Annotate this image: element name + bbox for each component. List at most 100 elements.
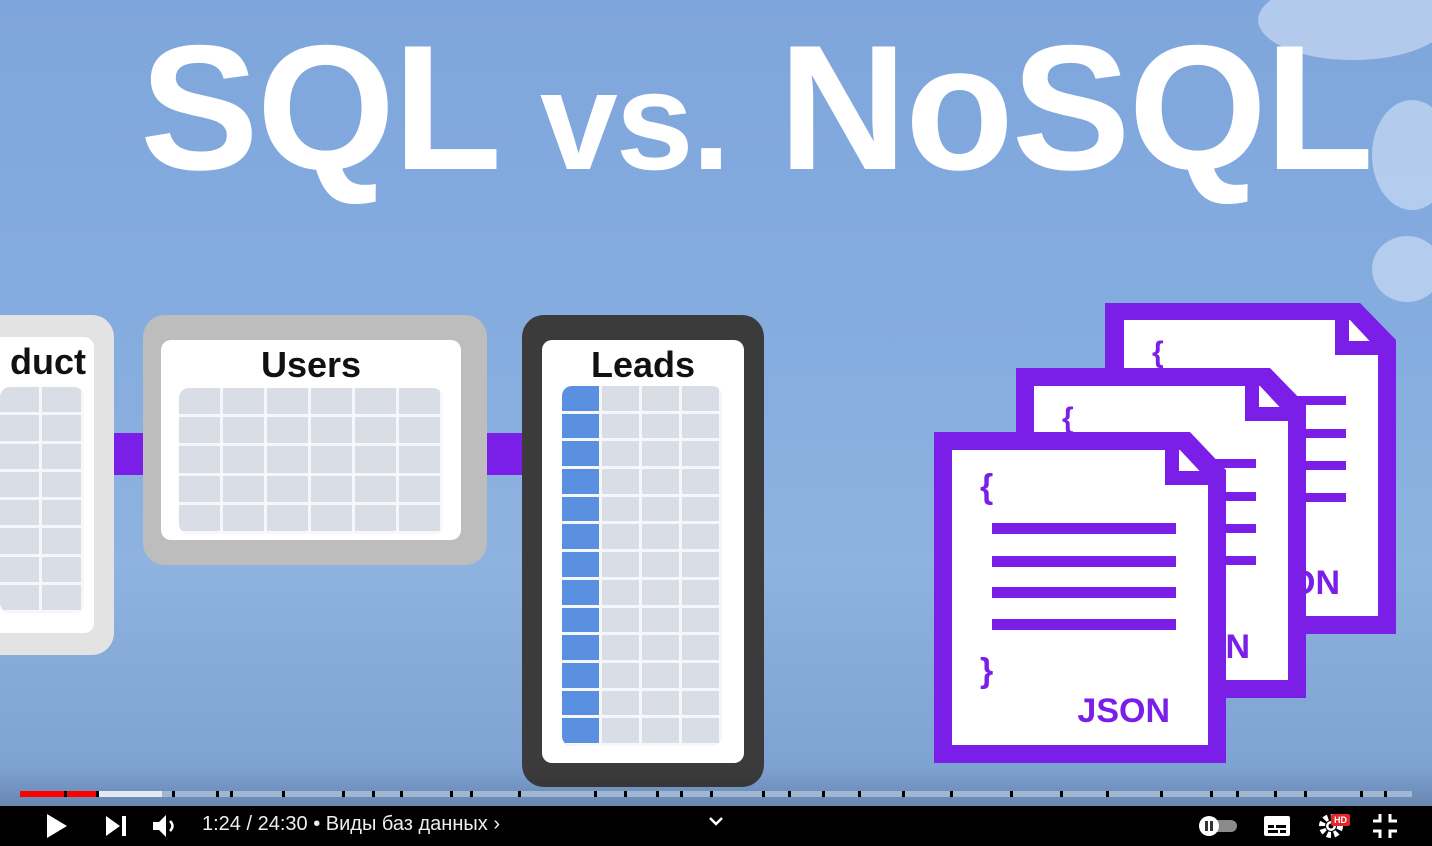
decor-blob bbox=[1372, 236, 1432, 302]
chapter-gap bbox=[216, 791, 219, 797]
controls-gradient bbox=[0, 766, 1432, 806]
chapter-gap bbox=[96, 791, 99, 797]
chapter-gap bbox=[342, 791, 345, 797]
table-cell bbox=[399, 388, 443, 418]
table-cell bbox=[42, 556, 84, 585]
table-cell bbox=[562, 690, 602, 719]
volume-icon bbox=[153, 815, 174, 837]
table-cell bbox=[0, 415, 42, 444]
table-cell bbox=[602, 386, 642, 414]
table-cell bbox=[602, 496, 642, 525]
table-cell bbox=[642, 607, 682, 636]
chapter-gap bbox=[450, 791, 453, 797]
expand-description-button[interactable] bbox=[702, 808, 730, 834]
table-cell bbox=[642, 635, 682, 663]
table-cell bbox=[602, 635, 642, 663]
table-cell bbox=[42, 471, 84, 500]
table-cell bbox=[602, 469, 642, 497]
product-table-grid bbox=[0, 387, 84, 613]
progress-track bbox=[20, 791, 1412, 797]
time-and-chapter: 1:24 / 24:30 • Виды баз данных › bbox=[202, 813, 500, 836]
table-cell bbox=[311, 446, 355, 476]
chapter-gap bbox=[680, 791, 683, 797]
subtitles-button[interactable] bbox=[1260, 810, 1294, 842]
table-cell bbox=[602, 579, 642, 608]
users-table: Users bbox=[143, 315, 487, 565]
table-cell bbox=[399, 417, 443, 447]
table-cell bbox=[602, 718, 642, 746]
table-cell bbox=[602, 662, 642, 691]
chapter-title[interactable]: Виды баз данных bbox=[325, 813, 488, 835]
chapter-gap bbox=[788, 791, 791, 797]
chapter-gap bbox=[1304, 791, 1307, 797]
table-cell bbox=[682, 386, 722, 414]
autoplay-toggle[interactable] bbox=[1196, 810, 1240, 842]
table-cell bbox=[223, 388, 267, 418]
table-cell bbox=[42, 528, 84, 557]
json-document-front: { } JSON bbox=[934, 432, 1226, 763]
table-cell bbox=[602, 552, 642, 580]
table-cell bbox=[0, 471, 42, 500]
table-cell bbox=[682, 441, 722, 470]
play-button[interactable] bbox=[38, 810, 74, 842]
chapter-gap bbox=[822, 791, 825, 797]
table-cell bbox=[0, 584, 42, 613]
chapter-gap bbox=[1160, 791, 1163, 797]
table-cell bbox=[562, 579, 602, 608]
table-connector bbox=[110, 433, 146, 475]
volume-button[interactable] bbox=[148, 810, 184, 842]
time-display: 1:24 / 24:30 bbox=[202, 813, 308, 835]
table-cell bbox=[642, 524, 682, 553]
table-cell bbox=[682, 469, 722, 497]
table-cell bbox=[682, 718, 722, 746]
table-cell bbox=[682, 690, 722, 719]
table-cell bbox=[642, 718, 682, 746]
chapter-arrow-icon[interactable]: › bbox=[493, 813, 501, 835]
exit-fullscreen-icon bbox=[1373, 814, 1397, 838]
table-cell bbox=[682, 662, 722, 691]
next-button[interactable] bbox=[100, 810, 132, 842]
json-middle-label: N bbox=[1225, 628, 1250, 666]
table-cell bbox=[0, 387, 42, 416]
table-cell bbox=[355, 446, 399, 476]
next-icon bbox=[106, 816, 126, 836]
hd-badge: HD bbox=[1331, 814, 1350, 826]
table-cell bbox=[642, 469, 682, 497]
chapter-gap bbox=[1106, 791, 1109, 797]
table-cell bbox=[179, 446, 223, 476]
chapter-gap bbox=[372, 791, 375, 797]
chapter-gap bbox=[950, 791, 953, 797]
table-cell bbox=[682, 524, 722, 553]
json-front-label: JSON bbox=[1077, 692, 1170, 730]
table-cell bbox=[179, 388, 223, 418]
json-brace-open: { bbox=[1152, 336, 1164, 369]
headline-nosql: NoSQL bbox=[778, 8, 1374, 207]
table-cell bbox=[682, 496, 722, 525]
exit-fullscreen-button[interactable] bbox=[1368, 810, 1402, 842]
table-cell bbox=[311, 388, 355, 418]
table-cell bbox=[399, 504, 443, 534]
table-connector bbox=[486, 433, 526, 475]
chapter-gap bbox=[518, 791, 521, 797]
table-cell bbox=[602, 413, 642, 442]
table-cell bbox=[562, 441, 602, 470]
table-cell bbox=[682, 607, 722, 636]
table-cell bbox=[355, 388, 399, 418]
users-table-grid bbox=[179, 388, 443, 534]
table-cell bbox=[179, 417, 223, 447]
table-cell bbox=[642, 496, 682, 525]
table-cell bbox=[642, 662, 682, 691]
table-cell bbox=[42, 415, 84, 444]
json-documents: { ON { N { } bbox=[934, 303, 1396, 763]
table-cell bbox=[562, 413, 602, 442]
progress-bar[interactable] bbox=[20, 791, 1412, 797]
table-cell bbox=[642, 413, 682, 442]
table-cell bbox=[642, 579, 682, 608]
chapter-gap bbox=[470, 791, 473, 797]
table-cell bbox=[682, 413, 722, 442]
table-cell bbox=[562, 718, 602, 746]
chapter-gap bbox=[624, 791, 627, 797]
headline-vs: vs. bbox=[539, 42, 731, 199]
table-cell bbox=[42, 500, 84, 529]
